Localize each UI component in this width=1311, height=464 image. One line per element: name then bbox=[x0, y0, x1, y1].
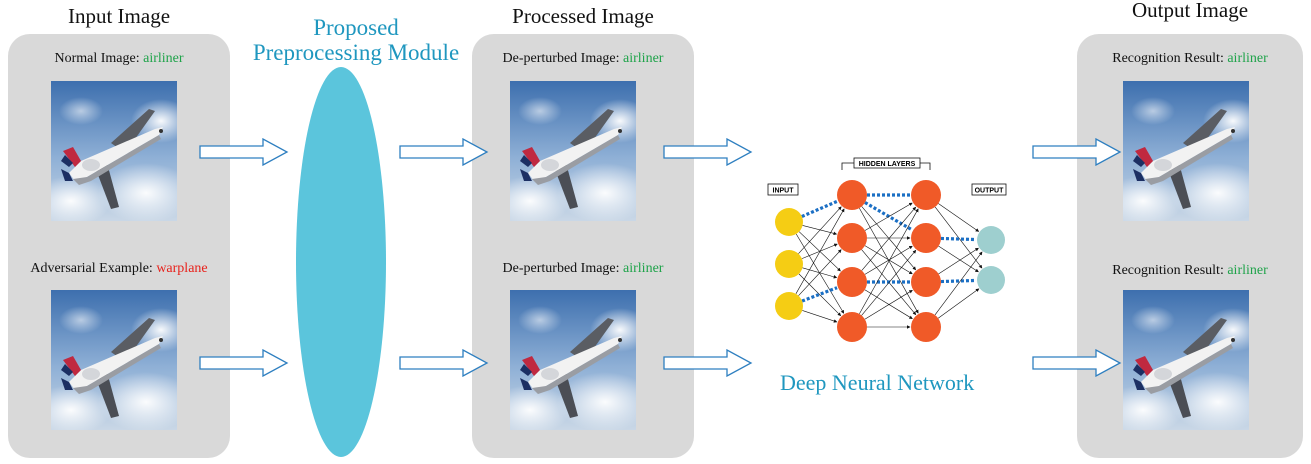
arrow-network-to-output-top bbox=[1032, 138, 1122, 166]
network-edge bbox=[798, 206, 842, 254]
output-image-bottom bbox=[1123, 290, 1249, 430]
processed-heading: Processed Image bbox=[512, 4, 654, 28]
network-edge bbox=[802, 225, 838, 236]
output-top-prefix: Recognition Result: bbox=[1112, 51, 1228, 66]
adversarial-example-prefix: Adversarial Example: bbox=[30, 261, 157, 276]
network-edge bbox=[798, 273, 842, 317]
output-bottom-caption: Recognition Result: airliner bbox=[1077, 264, 1303, 278]
normal-image-caption: Normal Image: airliner bbox=[8, 52, 230, 66]
output-top-label: airliner bbox=[1227, 51, 1268, 66]
network-edge bbox=[937, 288, 980, 319]
hidden-tag: HIDDEN LAYERS bbox=[859, 161, 916, 168]
normal-image-prefix: Normal Image: bbox=[54, 51, 144, 66]
output-tag-box bbox=[971, 183, 1007, 196]
network-edge bbox=[864, 245, 913, 275]
arrow-input-to-module-bottom bbox=[199, 349, 289, 377]
input-tag-box bbox=[767, 183, 799, 196]
input-tag: INPUT bbox=[773, 188, 795, 195]
arrow-module-to-processed-top bbox=[399, 138, 489, 166]
arrow-network-to-output-bottom bbox=[1032, 349, 1122, 377]
network-edge bbox=[861, 206, 917, 271]
highlighted-edge bbox=[864, 201, 913, 232]
output-tag: OUTPUT bbox=[975, 188, 1005, 195]
network-edge bbox=[938, 245, 979, 273]
highlighted-edge bbox=[940, 278, 977, 284]
network-edge bbox=[864, 290, 913, 320]
network-edge bbox=[938, 247, 979, 275]
input-node bbox=[775, 292, 803, 320]
network-edge bbox=[861, 249, 917, 316]
hidden-bracket-right bbox=[920, 162, 931, 170]
network-edge bbox=[802, 310, 838, 323]
hidden1-node bbox=[837, 267, 867, 297]
network-edge bbox=[859, 208, 919, 315]
adversarial-example-label: warplane bbox=[156, 261, 208, 276]
hidden1-node bbox=[837, 223, 867, 253]
hidden2-node bbox=[911, 267, 941, 297]
output-heading: Output Image bbox=[1131, 0, 1249, 22]
network-edge bbox=[934, 251, 983, 316]
normal-image bbox=[51, 81, 177, 221]
processed-bottom-prefix: De-perturbed Image: bbox=[502, 261, 624, 276]
network-edge bbox=[795, 208, 845, 294]
input-node bbox=[775, 250, 803, 278]
deperturbed-image-top bbox=[510, 81, 636, 221]
dnn-title: Deep Neural Network bbox=[780, 370, 975, 395]
network-edge bbox=[798, 249, 842, 296]
output-top-caption: Recognition Result: airliner bbox=[1077, 52, 1303, 66]
processed-top-prefix: De-perturbed Image: bbox=[502, 51, 624, 66]
hidden2-node bbox=[911, 312, 941, 342]
network-edge bbox=[801, 243, 838, 259]
network-edge bbox=[859, 207, 919, 314]
output-image-top bbox=[1123, 81, 1249, 221]
network-nodes bbox=[775, 180, 1005, 342]
highlighted-edge bbox=[801, 199, 838, 218]
network-edge bbox=[864, 202, 913, 231]
deperturbed-image-bottom bbox=[510, 290, 636, 430]
arrow-processed-to-network-top bbox=[663, 138, 753, 166]
hidden2-node bbox=[911, 223, 941, 253]
hidden1-node bbox=[837, 312, 867, 342]
hidden-bracket-left bbox=[841, 162, 854, 170]
network-edge bbox=[864, 245, 913, 275]
arrow-input-to-module-top bbox=[199, 138, 289, 166]
neural-network-diagram: INPUT OUTPUT HIDDEN LAYERS bbox=[767, 157, 1007, 342]
normal-image-label: airliner bbox=[143, 51, 184, 66]
highlighted-edge bbox=[940, 236, 977, 242]
network-edge bbox=[938, 203, 980, 232]
module-title-line2: Preprocessing Module bbox=[252, 40, 460, 65]
output-bottom-label: airliner bbox=[1227, 263, 1268, 278]
processed-bottom-caption: De-perturbed Image: airliner bbox=[472, 262, 694, 276]
adversarial-example-caption: Adversarial Example: warplane bbox=[8, 262, 230, 276]
hidden1-node bbox=[837, 180, 867, 210]
arrow-processed-to-network-bottom bbox=[663, 349, 753, 377]
module-title-line1: Proposed bbox=[313, 15, 399, 40]
output-node bbox=[977, 266, 1005, 294]
network-edge bbox=[864, 289, 913, 319]
processed-top-label: airliner bbox=[623, 51, 664, 66]
module-title: Proposed Preprocessing Module bbox=[240, 15, 472, 65]
input-node bbox=[775, 208, 803, 236]
preprocessing-module-ellipse bbox=[296, 67, 386, 457]
adversarial-image bbox=[51, 290, 177, 430]
network-edges bbox=[795, 193, 983, 329]
processed-top-caption: De-perturbed Image: airliner bbox=[472, 52, 694, 66]
highlighted-edge bbox=[801, 286, 838, 303]
hidden2-node bbox=[911, 180, 941, 210]
output-node bbox=[977, 226, 1005, 254]
output-bottom-prefix: Recognition Result: bbox=[1112, 263, 1228, 278]
arrow-module-to-processed-bottom bbox=[399, 349, 489, 377]
input-heading: Input Image bbox=[67, 4, 171, 28]
processed-bottom-label: airliner bbox=[623, 261, 664, 276]
